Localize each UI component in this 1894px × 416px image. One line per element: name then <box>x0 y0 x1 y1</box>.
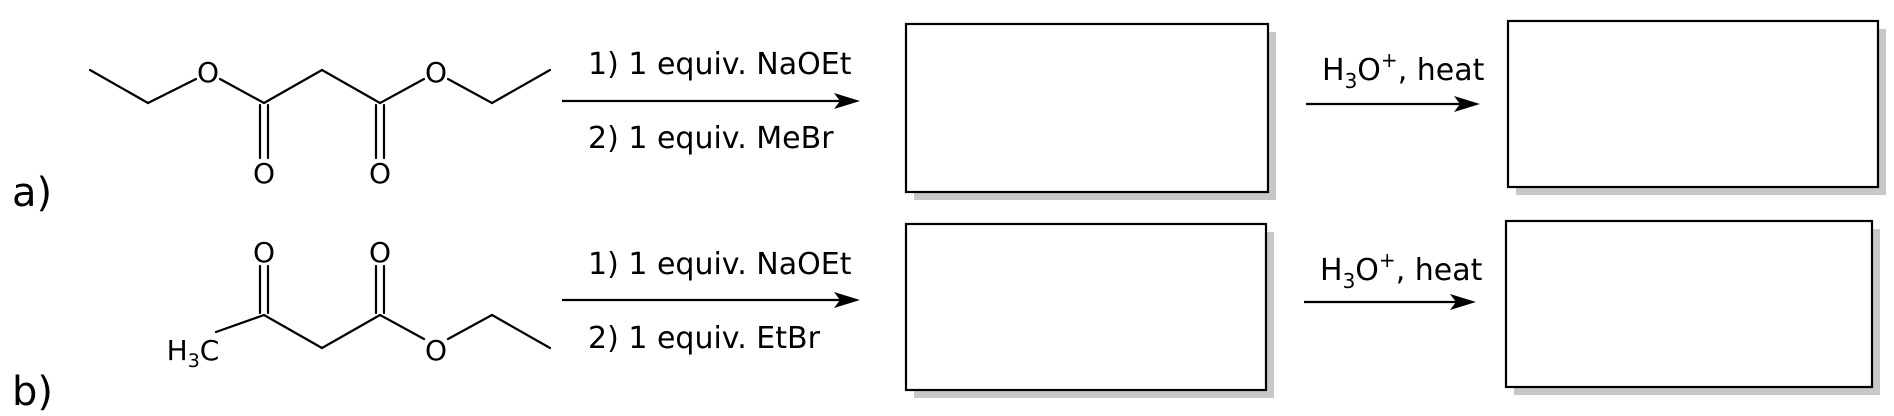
part-label-b: b) <box>12 369 53 415</box>
bond <box>262 313 324 350</box>
bond <box>378 77 426 105</box>
reagent-step2-label: 2) 1 equiv. MeBr <box>588 121 834 156</box>
reagent-step1-label: 1) 1 equiv. NaOEt <box>588 247 852 282</box>
reagent-step1-label: 1) 1 equiv. NaOEt <box>588 47 852 82</box>
answer-box-a1[interactable] <box>904 22 1270 194</box>
atom-o-ester-carbonyl: O <box>369 236 391 269</box>
arrowhead-icon <box>834 292 860 308</box>
ethyl-acetoacetate-structure: O O O H3C <box>167 236 552 372</box>
bond <box>320 313 382 350</box>
arrowhead-icon <box>1450 294 1476 310</box>
bond <box>320 68 382 105</box>
methyl-group-label: H3C <box>167 334 220 372</box>
diethyl-malonate-structure: O O O O <box>88 56 552 190</box>
atom-o-ketone: O <box>253 236 275 269</box>
atom-o-carbonyl-right: O <box>369 157 391 190</box>
atom-o-ether-right: O <box>425 56 447 89</box>
arrowhead-icon <box>1454 96 1480 112</box>
bond <box>378 313 426 341</box>
bond <box>446 313 494 341</box>
hydrolysis-label: H3O+, heat <box>1320 248 1483 293</box>
bond <box>490 68 552 105</box>
answer-box-a2[interactable] <box>1506 19 1880 189</box>
answer-box-b1[interactable] <box>904 222 1268 392</box>
reagent-step2-label: 2) 1 equiv. EtBr <box>588 321 821 356</box>
bond <box>88 68 150 105</box>
atom-o-carbonyl-left: O <box>253 157 275 190</box>
bond <box>490 313 552 350</box>
answer-box-b2[interactable] <box>1504 219 1874 389</box>
bond <box>214 313 266 334</box>
hydrolysis-label: H3O+, heat <box>1322 48 1485 93</box>
bond <box>146 77 198 105</box>
atom-o-ether-left: O <box>197 56 219 89</box>
bond <box>262 68 324 105</box>
bond <box>446 77 494 105</box>
part-label-a: a) <box>12 170 52 216</box>
arrowhead-icon <box>834 93 860 109</box>
atom-o-ether: O <box>425 334 447 367</box>
bond <box>218 77 266 105</box>
